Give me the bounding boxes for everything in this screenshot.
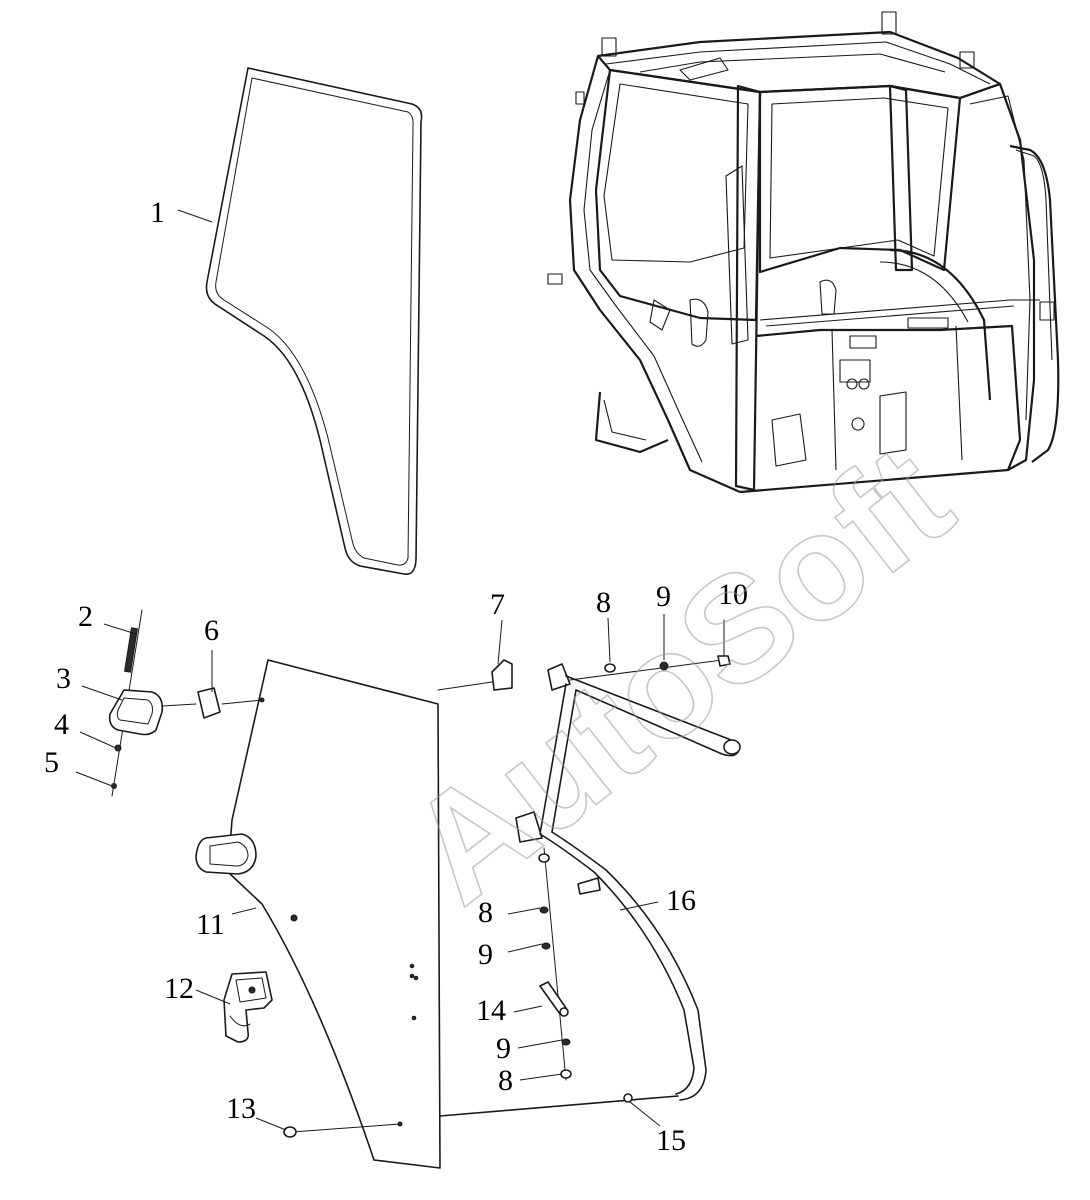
upper-fasteners — [569, 619, 731, 681]
callout-2: 2 — [78, 600, 93, 633]
bracket-6 — [197, 687, 263, 719]
callout-5: 5 — [44, 746, 59, 779]
callout-1: 1 — [150, 196, 165, 229]
callout-7: 7 — [490, 588, 505, 621]
door-glass-seal — [205, 67, 423, 576]
callout-16: 16 — [666, 884, 696, 917]
door-frame-tube — [439, 663, 741, 1117]
callout-12: 12 — [164, 972, 194, 1005]
callout-8-mid: 8 — [478, 896, 493, 929]
callout-4: 4 — [54, 708, 69, 741]
callout-11: 11 — [196, 908, 225, 941]
callout-10: 10 — [718, 578, 748, 611]
upper-hinge — [437, 659, 513, 691]
inside-handle-assembly — [108, 609, 197, 797]
outside-handle — [195, 833, 257, 875]
callout-9-top: 9 — [656, 580, 671, 613]
callout-9-mid: 9 — [478, 938, 493, 971]
leader-lines — [75, 209, 665, 1131]
callout-3: 3 — [56, 662, 71, 695]
callout-labels: 1 2 3 4 5 6 7 8 9 10 11 12 13 8 9 14 9 8… — [44, 196, 748, 1157]
callout-6: 6 — [204, 614, 219, 647]
callout-8-low: 8 — [498, 1064, 513, 1097]
door-panel — [227, 659, 441, 1169]
callout-9-low: 9 — [496, 1032, 511, 1065]
door-lock — [223, 971, 273, 1043]
callout-8-top: 8 — [596, 586, 611, 619]
callout-15: 15 — [656, 1124, 686, 1157]
callout-13: 13 — [226, 1092, 256, 1125]
watermark-text: AutoSoft — [378, 413, 980, 935]
lower-fasteners — [538, 847, 572, 1081]
cab-frame — [547, 11, 1060, 494]
callout-14: 14 — [476, 994, 506, 1027]
lower-fittings — [283, 1093, 633, 1138]
